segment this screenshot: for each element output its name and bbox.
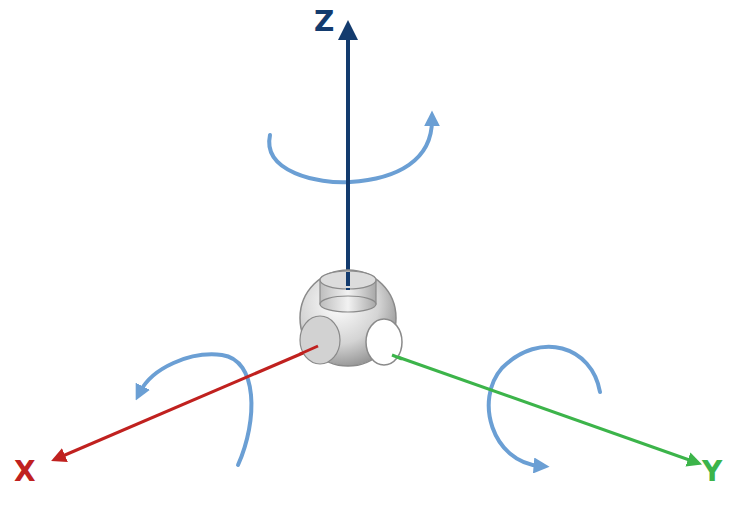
joint-ball xyxy=(300,270,402,366)
rotation-arrow-x xyxy=(140,354,251,465)
axis-label-z: Z xyxy=(314,8,334,36)
x-axis xyxy=(58,350,310,458)
x-axis-stub xyxy=(300,346,318,354)
y-axis xyxy=(392,355,695,462)
axis-label-x: X xyxy=(14,458,36,486)
rotation-arrow-y xyxy=(489,347,600,466)
z-axis xyxy=(346,30,350,290)
y-axis-stub xyxy=(392,355,402,359)
axis-label-y: Y xyxy=(702,458,722,486)
rotation-arrow-z xyxy=(269,120,432,182)
z-axis-stub xyxy=(346,272,350,286)
